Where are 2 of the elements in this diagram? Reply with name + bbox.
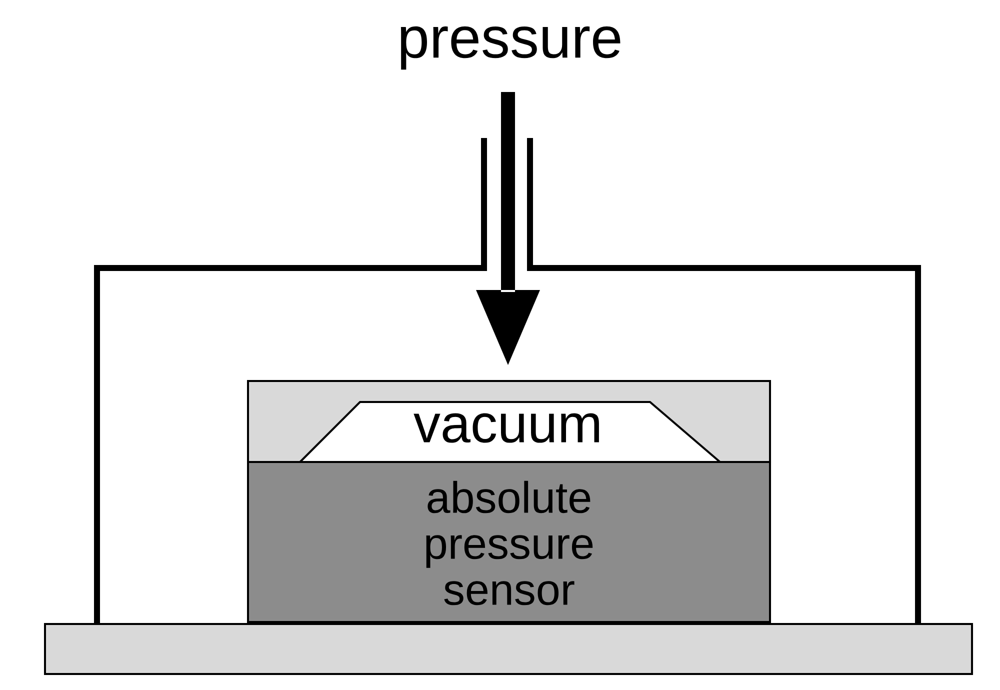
sensor-block: absolute pressure sensor <box>247 461 771 623</box>
pressure-label: pressure <box>400 26 620 70</box>
